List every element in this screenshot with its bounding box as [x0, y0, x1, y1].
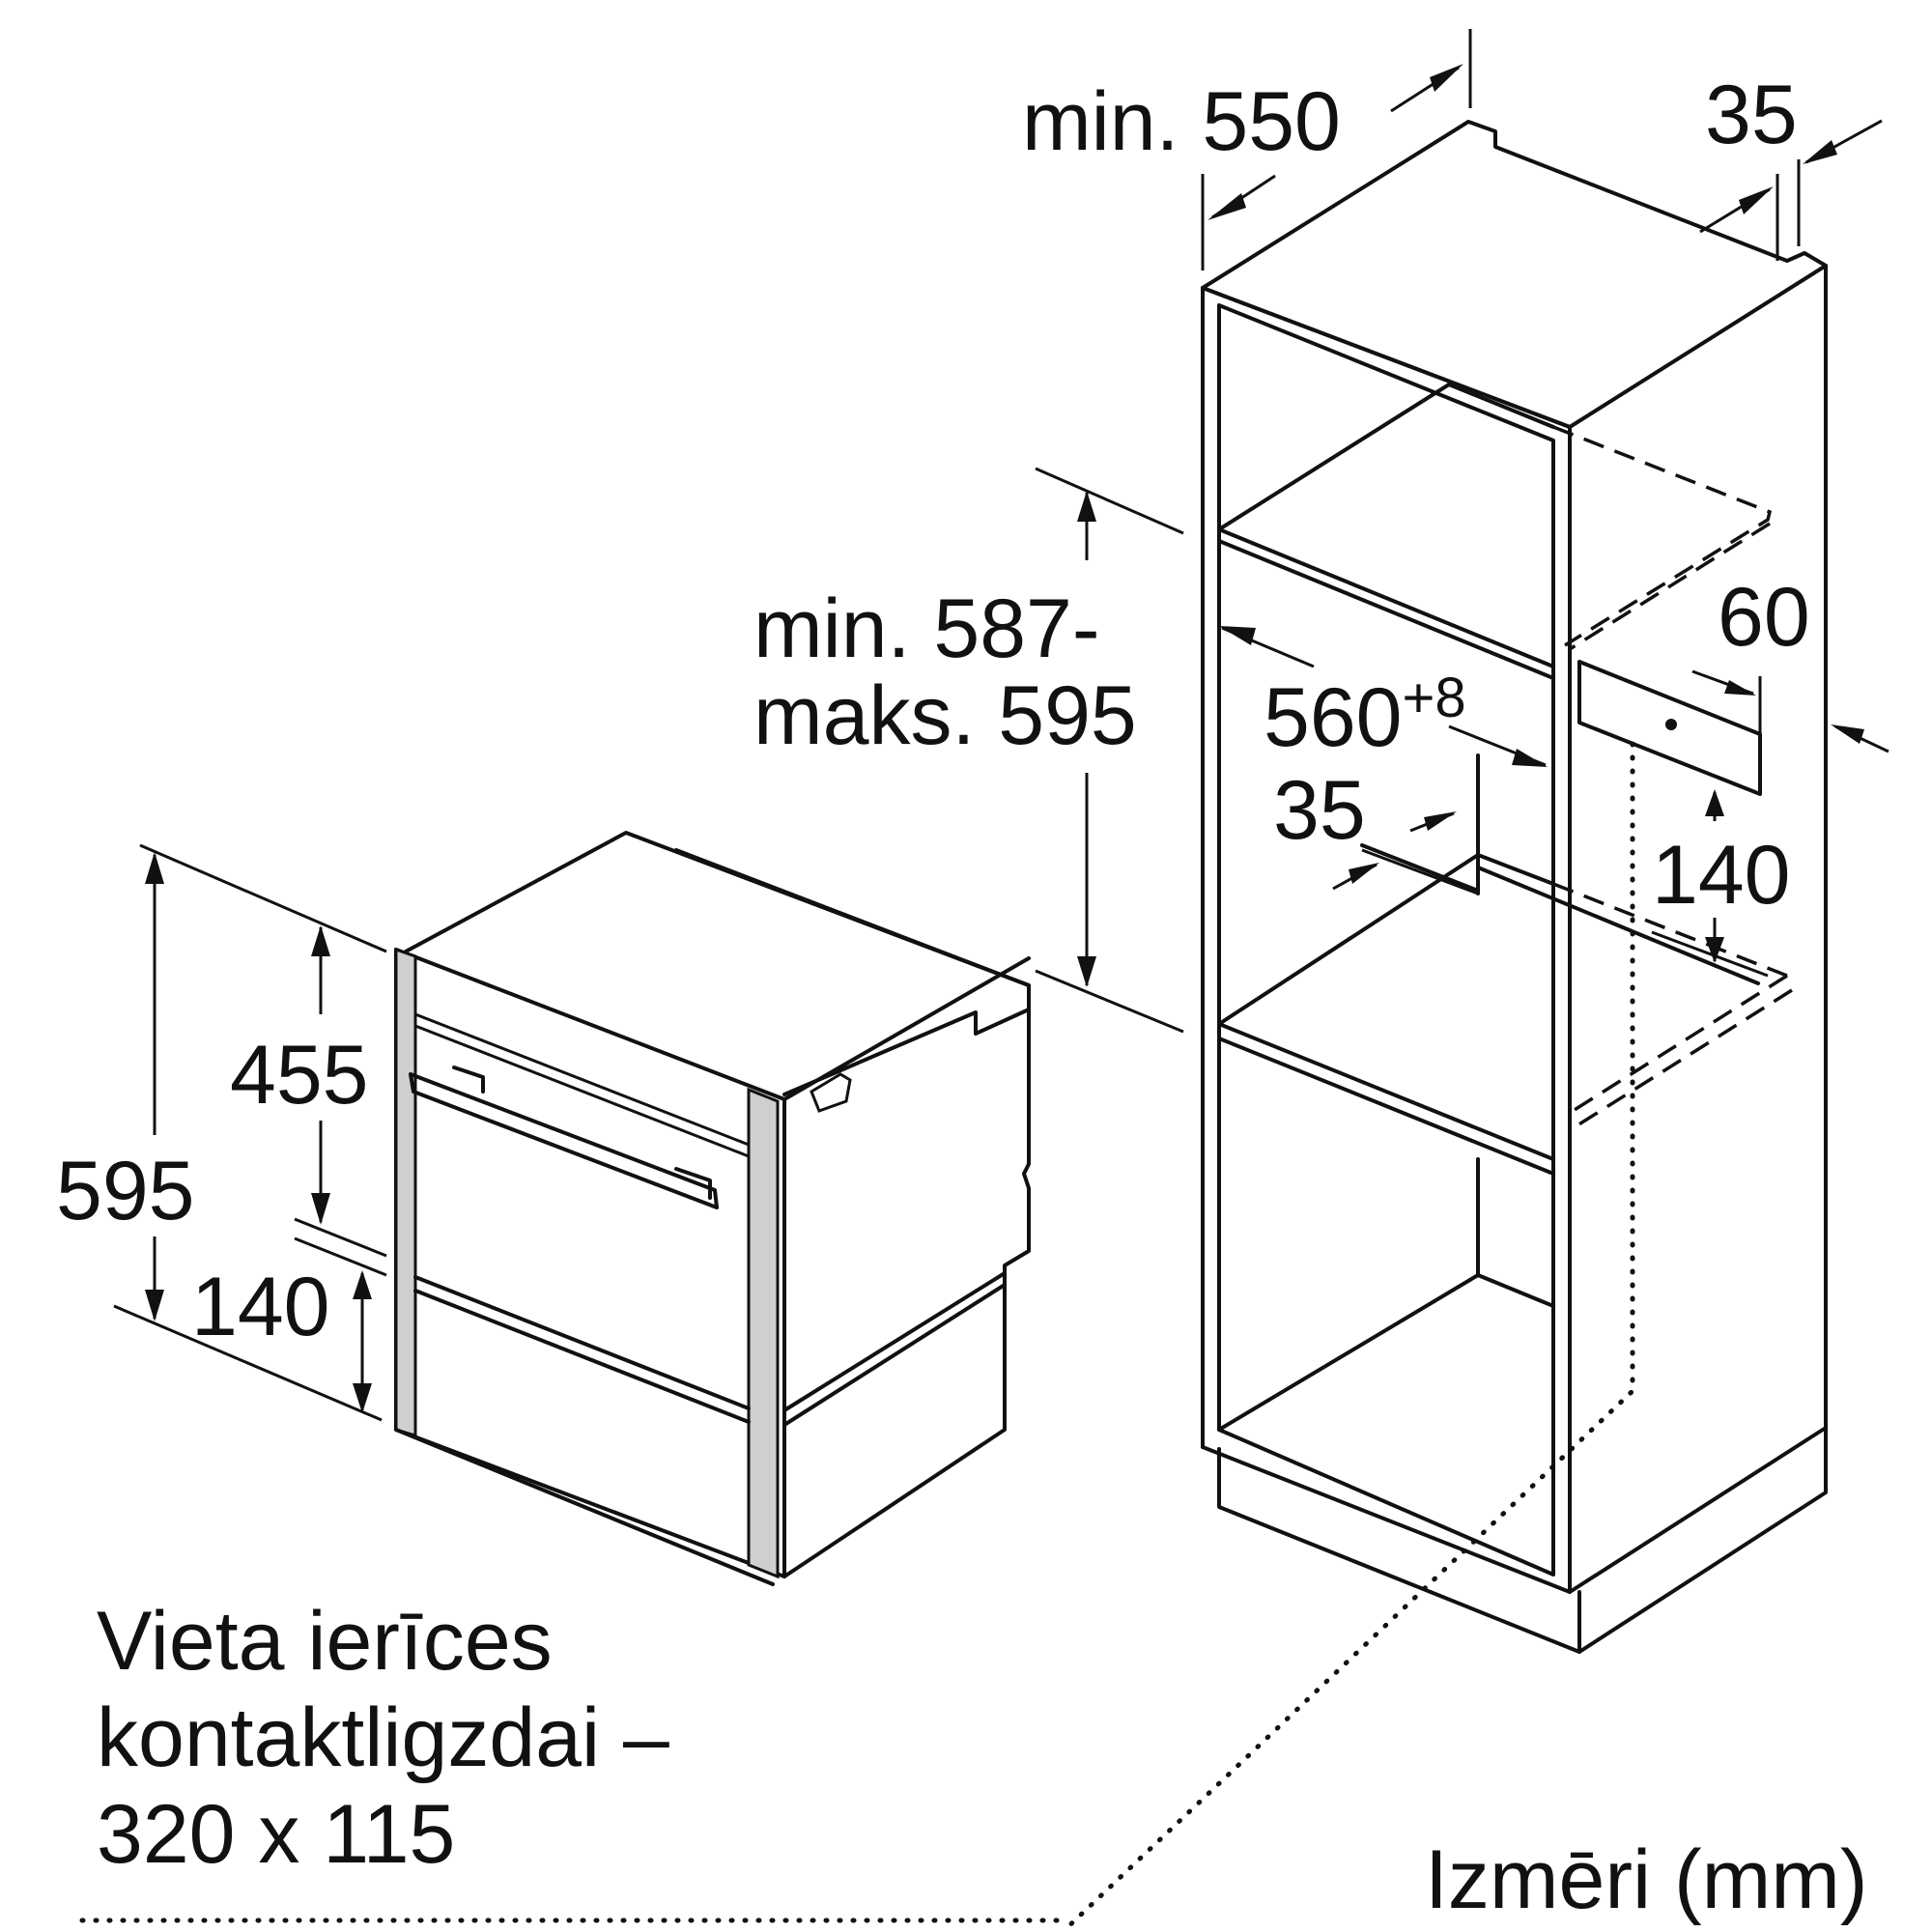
oven-drawer-height-label: 140: [191, 1261, 330, 1353]
niche-height-line2: maks. 595: [753, 669, 1137, 762]
socket-note-line1: Vieta ierīces: [97, 1595, 553, 1688]
socket-note-line3: 320 x 115: [97, 1788, 455, 1881]
niche-width-label: 560+8: [1264, 667, 1466, 764]
dimension-lines: [79, 29, 1889, 1923]
rear-gap-label: 35: [1705, 69, 1798, 161]
niche-width-tolerance: +8: [1403, 667, 1466, 729]
socket-height-niche-label: 140: [1652, 829, 1791, 922]
oven-inner-height-label: 455: [230, 1029, 369, 1122]
socket-offset-label: 60: [1718, 571, 1810, 664]
front-offset-label: 35: [1273, 764, 1366, 857]
cabinet-drawing: [1060, 120, 1828, 1932]
socket-note-line2: kontaktligzdai –: [97, 1691, 669, 1784]
niche-height-line1: min. 587-: [753, 582, 1100, 675]
oven-height-label: 595: [56, 1145, 195, 1237]
niche-depth-label: min. 550: [1022, 75, 1341, 168]
niche-width-value: 560: [1264, 671, 1403, 764]
oven-drawing: [394, 831, 1031, 1586]
units-label: Izmēri (mm): [1425, 1833, 1868, 1926]
